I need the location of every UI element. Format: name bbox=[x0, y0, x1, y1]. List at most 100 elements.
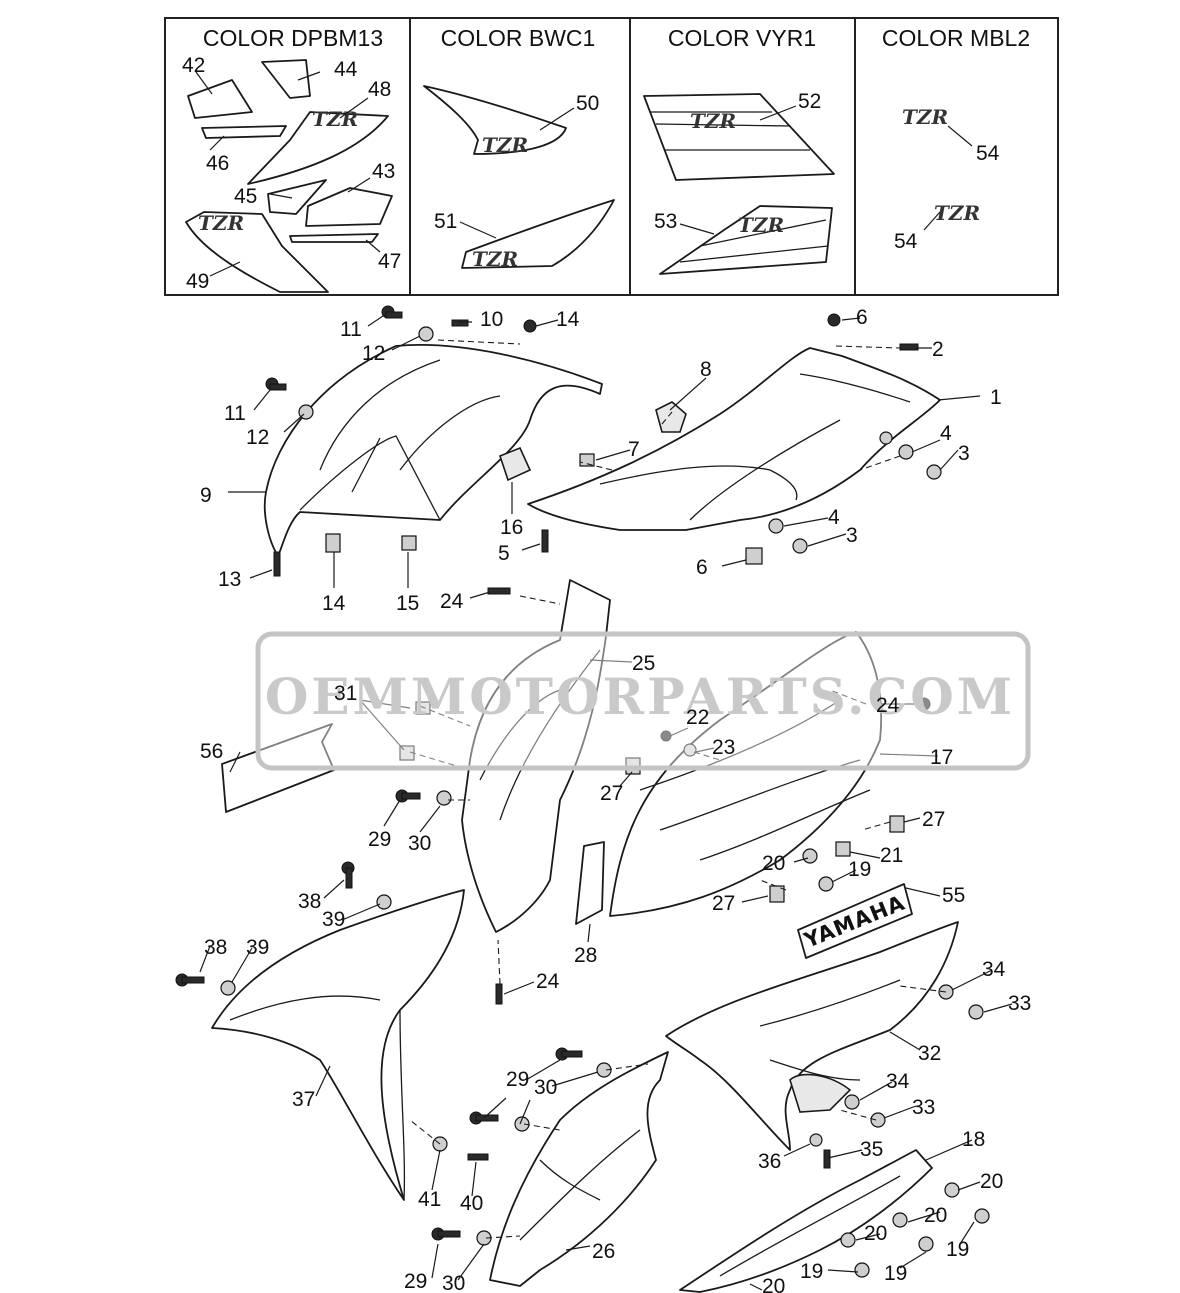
screw-35 bbox=[823, 1149, 831, 1169]
lower-panel-26-shape bbox=[489, 1051, 669, 1287]
upper-cowl-1 bbox=[527, 347, 941, 531]
decal-47 bbox=[289, 233, 379, 243]
bracket-16 bbox=[499, 446, 532, 482]
side-fairing-37 bbox=[211, 889, 465, 1201]
lower-panel-26 bbox=[489, 1051, 669, 1287]
decal-43 bbox=[305, 187, 393, 227]
bracket-8 bbox=[655, 401, 687, 433]
callout-labels: 42 44 48 46 45 43 47 49 50 51 52 53 54 5… bbox=[182, 54, 1031, 1293]
callout-18: 18 bbox=[962, 1128, 985, 1151]
logo-tzr-53: TZR bbox=[738, 213, 784, 237]
callout-20b: 20 bbox=[980, 1170, 1003, 1193]
callout-27b: 27 bbox=[922, 808, 945, 831]
decal-42 bbox=[187, 79, 253, 119]
callout-19c: 19 bbox=[884, 1262, 907, 1285]
lower-bracket-18-shape bbox=[679, 1149, 933, 1293]
callout-34a: 34 bbox=[982, 958, 1006, 981]
screw-19c bbox=[918, 1236, 934, 1252]
screw-40 bbox=[467, 1153, 489, 1161]
screw-19b bbox=[974, 1208, 990, 1224]
decal-set-vyr1: TZR TZR bbox=[643, 93, 835, 275]
callout-48: 48 bbox=[368, 78, 391, 101]
washer-30a bbox=[436, 790, 452, 806]
callout-30a: 30 bbox=[408, 832, 431, 855]
callout-20a: 20 bbox=[762, 852, 785, 875]
nut-15 bbox=[401, 535, 417, 551]
screw-33a bbox=[968, 1004, 984, 1020]
washer-4b bbox=[768, 518, 784, 534]
callout-34b: 34 bbox=[886, 1070, 910, 1093]
callout-19a: 19 bbox=[848, 858, 871, 881]
logo-tzr-49: TZR bbox=[198, 211, 244, 235]
callout-12a: 12 bbox=[362, 342, 385, 365]
screw-3b bbox=[792, 538, 808, 554]
screw-5 bbox=[541, 529, 549, 553]
callout-51: 51 bbox=[434, 210, 457, 233]
screw-19a bbox=[818, 876, 834, 892]
washer-4a bbox=[898, 444, 914, 460]
decal-53 bbox=[659, 205, 833, 275]
callout-21: 21 bbox=[880, 844, 903, 867]
washer-30b-top bbox=[596, 1062, 612, 1078]
callout-14a: 14 bbox=[556, 308, 580, 331]
callout-30b: 30 bbox=[534, 1076, 557, 1099]
callout-33a: 33 bbox=[1008, 992, 1031, 1015]
inner-panel-25-shape bbox=[461, 579, 611, 933]
lower-bracket-18 bbox=[679, 1149, 933, 1293]
callout-20d: 20 bbox=[864, 1222, 887, 1245]
screw-2 bbox=[899, 343, 919, 351]
callout-29c: 29 bbox=[404, 1270, 427, 1293]
screw-24c bbox=[495, 983, 503, 1005]
callout-6a: 6 bbox=[856, 306, 868, 329]
fasteners-upper bbox=[265, 305, 942, 577]
bracket-28 bbox=[575, 841, 605, 925]
washer-39a bbox=[376, 894, 392, 910]
callout-39b: 39 bbox=[246, 936, 269, 959]
upper-cowl-9 bbox=[263, 344, 603, 557]
color-header-bwc1: COLOR BWC1 bbox=[441, 25, 596, 51]
callout-55: 55 bbox=[942, 884, 965, 907]
side-fairing-32-shape bbox=[665, 921, 959, 1151]
logo-tzr-52: TZR bbox=[690, 109, 736, 133]
callout-1: 1 bbox=[990, 386, 1002, 409]
callout-35: 35 bbox=[860, 1138, 883, 1161]
side-fairing-32 bbox=[665, 921, 959, 1151]
nut-31a bbox=[415, 701, 431, 715]
callout-14b: 14 bbox=[322, 592, 346, 615]
logo-tzr-54b: TZR bbox=[934, 201, 980, 225]
logo-tzr-51: TZR bbox=[472, 247, 518, 271]
callout-11b: 11 bbox=[224, 402, 246, 425]
callout-20e: 20 bbox=[762, 1275, 785, 1293]
callout-38a: 38 bbox=[298, 890, 321, 913]
callout-28: 28 bbox=[574, 944, 597, 967]
decal-set-bwc1: TZR TZR bbox=[423, 85, 615, 271]
decal-set-dpbm13: TZR TZR bbox=[185, 59, 393, 293]
washer-20c bbox=[892, 1212, 908, 1228]
callout-46: 46 bbox=[206, 152, 229, 175]
washer-39b bbox=[220, 980, 236, 996]
callout-50: 50 bbox=[576, 92, 599, 115]
callout-31: 31 bbox=[334, 682, 357, 705]
callout-24c: 24 bbox=[536, 970, 560, 993]
screw-24a bbox=[487, 587, 511, 595]
callout-6b: 6 bbox=[696, 556, 708, 579]
clip-7 bbox=[579, 453, 595, 467]
callout-19b: 19 bbox=[946, 1238, 969, 1261]
callout-22: 22 bbox=[686, 706, 709, 729]
callout-29a: 29 bbox=[368, 828, 391, 851]
inner-panel-25 bbox=[461, 579, 611, 933]
callout-24a: 24 bbox=[440, 590, 464, 613]
callout-44: 44 bbox=[334, 58, 358, 81]
screw-24b bbox=[917, 697, 931, 711]
decal-50 bbox=[423, 85, 567, 155]
color-header-mbl2: COLOR MBL2 bbox=[882, 25, 1030, 51]
decal-set-mbl2: TZR TZR bbox=[902, 105, 980, 225]
washer-4a-top bbox=[879, 431, 893, 445]
screw-19d bbox=[854, 1262, 870, 1278]
decal-44 bbox=[261, 59, 311, 99]
callout-15: 15 bbox=[396, 592, 419, 615]
callout-38b: 38 bbox=[204, 936, 227, 959]
washer-20b bbox=[944, 1182, 960, 1198]
callout-23: 23 bbox=[712, 736, 735, 759]
